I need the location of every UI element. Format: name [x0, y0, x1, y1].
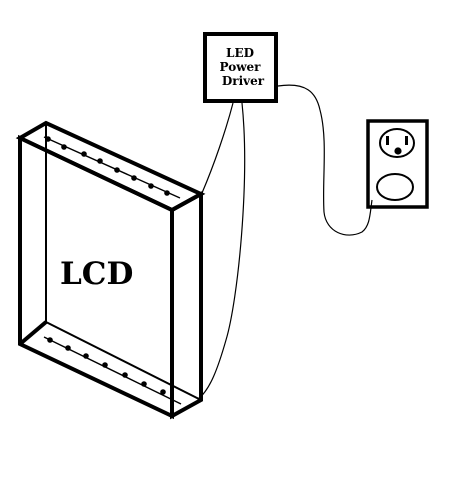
wire-driver-to-bottom-strip — [197, 102, 246, 400]
led-power-driver: LED Power Driver — [203, 32, 278, 103]
led-dot — [65, 345, 71, 351]
led-dot — [148, 183, 154, 189]
driver-label-line3: Driver — [222, 74, 265, 88]
led-dot — [141, 381, 147, 387]
outlet-ground-hole — [394, 147, 402, 155]
led-dot — [131, 175, 137, 181]
outlet-top-receptacle — [379, 128, 415, 158]
led-dot — [97, 158, 103, 164]
lcd-side-face — [170, 190, 203, 420]
led-dot — [81, 151, 87, 157]
outlet-slot-left — [386, 136, 389, 145]
wire-driver-to-top-strip — [201, 102, 234, 194]
lcd-panel — [15, 120, 206, 420]
driver-box — [203, 32, 278, 103]
driver-label-line2: Power — [220, 60, 262, 74]
wires — [197, 84, 373, 400]
led-dot — [164, 190, 170, 196]
led-strip-bottom-line — [43, 336, 182, 405]
led-dot — [114, 167, 120, 173]
led-dot — [83, 353, 89, 359]
driver-label-line1: LED — [226, 46, 254, 60]
outlet-slot-right — [405, 136, 408, 145]
led-dot — [61, 144, 67, 150]
led-dot — [122, 372, 128, 378]
led-dot — [160, 389, 166, 395]
led-dot — [45, 136, 51, 142]
led-dot — [47, 337, 53, 343]
outlet-bottom-receptacle — [376, 173, 414, 201]
wire-driver-to-outlet — [277, 84, 373, 236]
lcd-label: LCD — [60, 256, 133, 292]
led-strip-bottom — [43, 336, 182, 405]
wall-outlet — [366, 119, 429, 209]
lcd-bottom-front-inner — [18, 320, 48, 346]
outlet-plate — [366, 119, 429, 209]
led-dot — [102, 362, 108, 368]
lcd-back-bottom-edge — [45, 321, 202, 401]
led-strip-top — [43, 136, 181, 199]
